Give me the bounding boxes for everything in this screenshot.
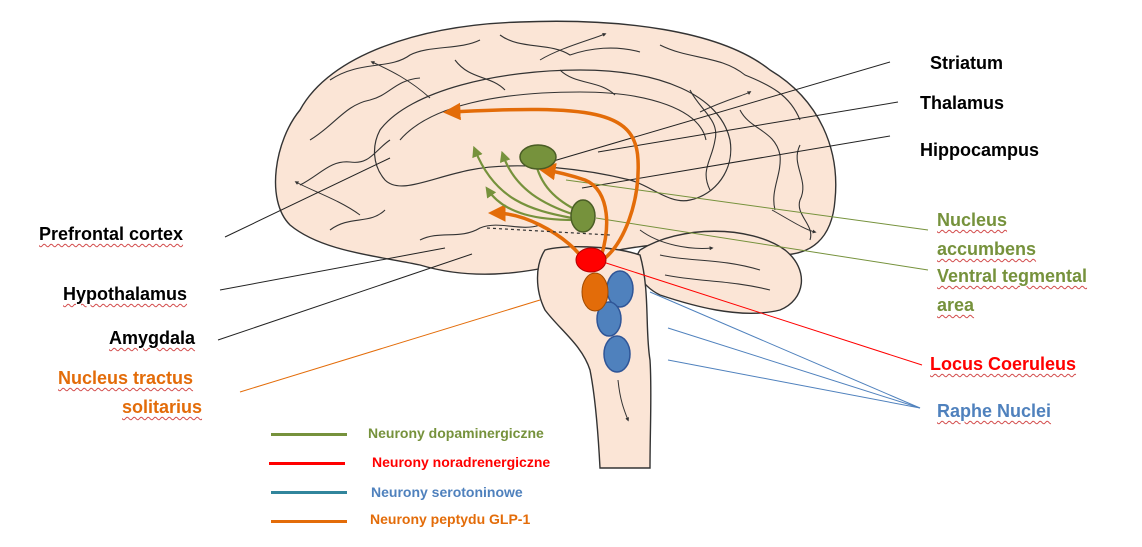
label-vta-1: Ventral tegmental	[937, 266, 1088, 286]
cerebellum-shape	[635, 230, 802, 314]
legend-line-glp1	[271, 520, 347, 523]
brain-outline	[274, 20, 837, 469]
raphe-node-3	[603, 335, 631, 373]
nucleus-accumbens-node	[519, 144, 557, 170]
pointer-lines	[217, 61, 899, 341]
legend-label-serotonin: Neurony serotoninowe	[371, 484, 523, 500]
legend-line-serotonin	[271, 491, 347, 494]
legend-label-dopamine: Neurony dopaminergiczne	[368, 425, 544, 441]
label-hippocampus: Hippocampus	[920, 140, 1040, 160]
label-thalamus: Thalamus	[920, 93, 1005, 113]
label-vta-2: area	[937, 295, 975, 315]
label-nucleus-accumbens-2: accumbens	[937, 239, 1037, 259]
legend-line-noradrenaline	[269, 462, 345, 465]
label-nucleus-accumbens-1: Nucleus	[937, 210, 1008, 230]
label-locus-coeruleus: Locus Coeruleus	[930, 354, 1077, 374]
label-nts-2: solitarius	[122, 397, 203, 417]
label-nts-1: Nucleus tractus	[58, 368, 194, 388]
label-hypothalamus: Hypothalamus	[63, 284, 188, 304]
label-raphe-nuclei: Raphe Nuclei	[937, 401, 1052, 421]
legend-label-noradrenaline: Neurony noradrenergiczne	[372, 454, 551, 470]
label-striatum: Striatum	[930, 53, 1004, 73]
label-amygdala: Amygdala	[109, 328, 196, 348]
label-prefrontal-cortex: Prefrontal cortex	[39, 224, 184, 244]
corpus-callosum	[374, 69, 732, 202]
legend-line-dopamine	[271, 433, 347, 436]
nts-node	[581, 272, 609, 312]
legend-label-glp1: Neurony peptydu GLP-1	[370, 511, 531, 527]
locus-coeruleus-node	[575, 247, 607, 273]
raphe-node-2	[596, 301, 622, 337]
vta-node	[570, 199, 596, 233]
